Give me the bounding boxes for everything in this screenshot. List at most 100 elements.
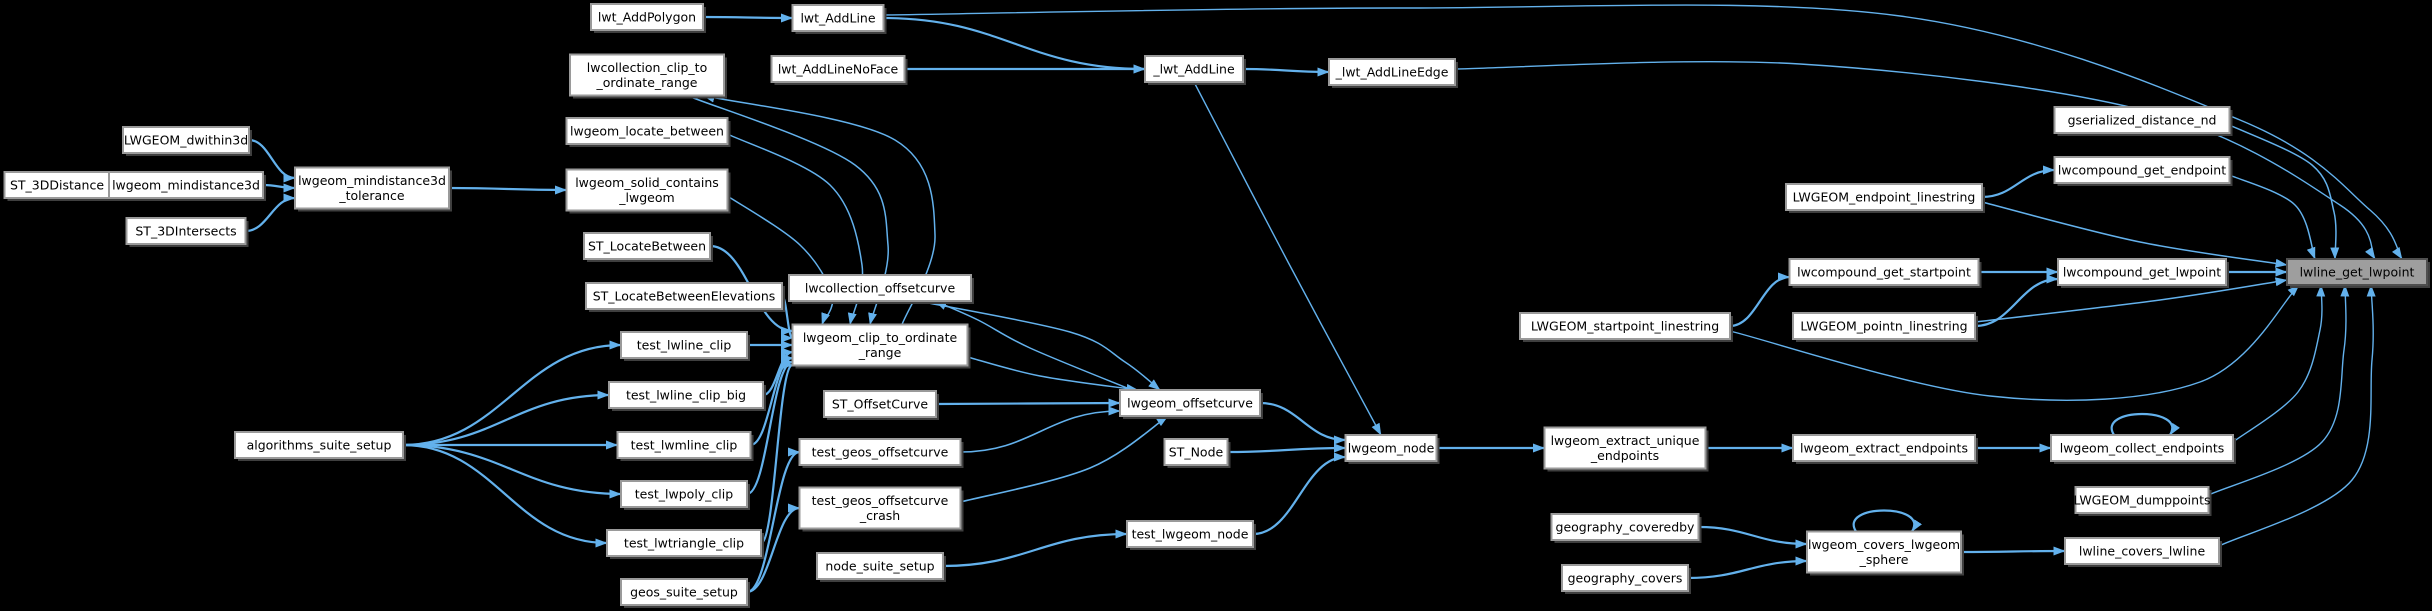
node-label: lwgeom_covers_lwgeom <box>1808 537 1960 552</box>
node-lwgeom_node[interactable]: lwgeom_node <box>1344 434 1440 464</box>
edge-lwgeom_covers_lwgeom_sphere-lwgeom_covers_lwgeom_sphere <box>1852 509 1922 533</box>
node-lwt_AddPolygon[interactable]: lwt_AddPolygon <box>590 3 706 33</box>
node-ST_LocateBetweenElevations[interactable]: ST_LocateBetweenElevations <box>585 282 785 312</box>
node-LWGEOM_startpoint_linestring[interactable]: LWGEOM_startpoint_linestring <box>1519 312 1733 342</box>
node-box <box>788 274 972 302</box>
node-label: lwcollection_clip_to <box>587 60 707 75</box>
node-lwcollection_clip_to_ordinate_range[interactable]: lwcollection_clip_to_ordinate_range <box>569 53 727 99</box>
node-LWGEOM_dumppoints[interactable]: LWGEOM_dumppoints <box>2074 486 2212 516</box>
edge-LWGEOM_pointn_linestring-lwline_get_lwpoint <box>1974 277 2288 323</box>
node-box <box>1543 426 1707 470</box>
node-lwgeom_locate_between[interactable]: lwgeom_locate_between <box>565 117 731 147</box>
edge-test_lwtriangle_clip-lwgeom_clip_to_ordinate_range <box>759 360 794 545</box>
node-label: _crash <box>859 508 900 523</box>
edge-lwgeom_solid_contains_lwgeom-lwgeom_clip_to_ordinate_range <box>727 195 834 325</box>
edge-lwt_AddPolygon-lwt_AddLine <box>702 13 793 23</box>
node-test_lwline_clip[interactable]: test_lwline_clip <box>620 331 750 361</box>
node-test_lwtriangle_clip[interactable]: test_lwtriangle_clip <box>606 529 764 559</box>
node-_lwt_AddLineEdge[interactable]: _lwt_AddLineEdge <box>1328 58 1458 88</box>
node-label: geos_suite_setup <box>630 585 738 600</box>
node-label: lwcompound_get_endpoint <box>2058 163 2226 178</box>
node-label: LWGEOM_startpoint_linestring <box>1531 319 1719 334</box>
edge-LWGEOM_startpoint_linestring-lwcompound_get_startpoint <box>1729 272 1790 328</box>
edge-_lwt_AddLine-lwgeom_node <box>1193 81 1382 436</box>
edge-lwgeom_mindistance3d-lwgeom_mindistance3d_tolerance <box>262 183 296 193</box>
node-box <box>122 126 250 154</box>
node-test_lwgeom_node[interactable]: test_lwgeom_node <box>1126 520 1256 550</box>
node-box <box>620 331 748 359</box>
node-geography_covers[interactable]: geography_covers <box>1561 564 1691 594</box>
node-lwt_AddLineNoFace[interactable]: lwt_AddLineNoFace <box>770 55 908 85</box>
edge-lwgeom_offsetcurve-lwgeom_node <box>1259 401 1346 445</box>
node-label: lwt_AddLineNoFace <box>778 62 899 77</box>
node-LWGEOM_dwithin3d[interactable]: LWGEOM_dwithin3d <box>122 126 252 156</box>
node-ST_3DDistance[interactable]: ST_3DDistance <box>3 171 113 201</box>
node-algorithms_suite_setup[interactable]: algorithms_suite_setup <box>234 431 406 461</box>
node-label: ST_3DIntersects <box>135 224 236 239</box>
node-lwgeom_covers_lwgeom_sphere[interactable]: lwgeom_covers_lwgeom_sphere <box>1806 530 1964 576</box>
edge-_lwt_AddLine-_lwt_AddLineEdge <box>1242 67 1330 77</box>
node-lwgeom_extract_unique_endpoints[interactable]: lwgeom_extract_unique_endpoints <box>1543 426 1709 472</box>
node-test_lwpoly_clip[interactable]: test_lwpoly_clip <box>620 480 750 510</box>
node-box <box>1792 312 1976 340</box>
node-label: ST_OffsetCurve <box>832 397 929 412</box>
node-lwgeom_collect_endpoints[interactable]: lwgeom_collect_endpoints <box>2050 434 2236 464</box>
node-LWGEOM_pointn_linestring[interactable]: LWGEOM_pointn_linestring <box>1792 312 1978 342</box>
node-test_geos_offsetcurve_crash[interactable]: test_geos_offsetcurve_crash <box>798 486 964 532</box>
node-ST_OffsetCurve[interactable]: ST_OffsetCurve <box>823 390 939 420</box>
node-box <box>1550 513 1700 541</box>
node-label: lwgeom_solid_contains <box>575 175 719 190</box>
highlighted-node-box <box>2286 258 2428 286</box>
node-box <box>606 529 762 557</box>
node-label: LWGEOM_endpoint_linestring <box>1793 190 1976 205</box>
node-lwgeom_clip_to_ordinate_range[interactable]: lwgeom_clip_to_ordinate_range <box>791 323 971 369</box>
node-lwt_AddLine[interactable]: lwt_AddLine <box>791 4 887 34</box>
node-lwgeom_mindistance3d_tolerance[interactable]: lwgeom_mindistance3d_tolerance <box>294 166 452 212</box>
node-label: lwgeom_mindistance3d <box>112 178 260 193</box>
node-lwgeom_mindistance3d[interactable]: lwgeom_mindistance3d <box>108 171 266 201</box>
node-box <box>590 3 704 31</box>
node-lwgeom_solid_contains_lwgeom[interactable]: lwgeom_solid_contains_lwgeom <box>565 168 731 214</box>
node-lwgeom_offsetcurve[interactable]: lwgeom_offsetcurve <box>1119 389 1263 419</box>
node-ST_Node[interactable]: ST_Node <box>1163 438 1231 468</box>
node-test_lwmline_clip[interactable]: test_lwmline_clip <box>616 431 754 461</box>
node-lwline_covers_lwline[interactable]: lwline_covers_lwline <box>2064 537 2222 567</box>
edge-LWGEOM_endpoint_linestring-lwline_get_lwpoint <box>1981 201 2288 268</box>
node-geography_coveredby[interactable]: geography_coveredby <box>1550 513 1702 543</box>
node-geos_suite_setup[interactable]: geos_suite_setup <box>620 578 750 608</box>
edge-geos_suite_setup-test_geos_offsetcurve_crash <box>746 503 800 594</box>
node-label: lwcompound_get_startpoint <box>1797 265 1971 280</box>
edge-geos_suite_setup-test_geos_offsetcurve <box>746 447 800 594</box>
node-ST_LocateBetween[interactable]: ST_LocateBetween <box>583 232 713 262</box>
node-test_geos_offsetcurve[interactable]: test_geos_offsetcurve <box>798 438 964 468</box>
node-_lwt_AddLine[interactable]: _lwt_AddLine <box>1144 55 1246 85</box>
node-box <box>3 171 111 199</box>
node-lwgeom_extract_endpoints[interactable]: lwgeom_extract_endpoints <box>1792 434 1978 464</box>
node-lwcompound_get_lwpoint[interactable]: lwcompound_get_lwpoint <box>2057 258 2229 288</box>
node-LWGEOM_endpoint_linestring[interactable]: LWGEOM_endpoint_linestring <box>1785 183 1985 213</box>
node-box <box>565 117 729 145</box>
node-label: algorithms_suite_setup <box>247 438 392 453</box>
edge-lwline_covers_lwline-lwline_get_lwpoint <box>2218 284 2376 547</box>
node-lwcollection_offsetcurve[interactable]: lwcollection_offsetcurve <box>788 274 974 304</box>
node-node_suite_setup[interactable]: node_suite_setup <box>816 552 946 582</box>
node-test_lwline_clip_big[interactable]: test_lwline_clip_big <box>608 381 766 411</box>
node-gserialized_distance_nd[interactable]: gserialized_distance_nd <box>2053 106 2233 136</box>
node-box <box>1788 258 1980 286</box>
node-box <box>2074 486 2210 514</box>
edge-LWGEOM_startpoint_linestring-lwline_get_lwpoint <box>1729 284 2300 401</box>
node-label: geography_covers <box>1568 571 1683 586</box>
edge-lwcollection_offsetcurve-lwgeom_offsetcurve <box>917 300 1161 391</box>
node-box <box>1806 530 1962 574</box>
node-label: lwt_AddPolygon <box>598 10 696 25</box>
edge-test_lwline_clip_big-lwgeom_clip_to_ordinate_range <box>762 347 793 397</box>
node-label: lwgeom_mindistance3d <box>298 173 446 188</box>
node-box <box>234 431 404 459</box>
node-box <box>125 217 247 245</box>
node-lwline_get_lwpoint: lwline_get_lwpoint <box>2286 258 2430 288</box>
node-lwcompound_get_endpoint[interactable]: lwcompound_get_endpoint <box>2053 156 2233 186</box>
node-lwcompound_get_startpoint[interactable]: lwcompound_get_startpoint <box>1788 258 1982 288</box>
node-ST_3DIntersects[interactable]: ST_3DIntersects <box>125 217 249 247</box>
node-label: lwgeom_clip_to_ordinate <box>803 330 958 345</box>
